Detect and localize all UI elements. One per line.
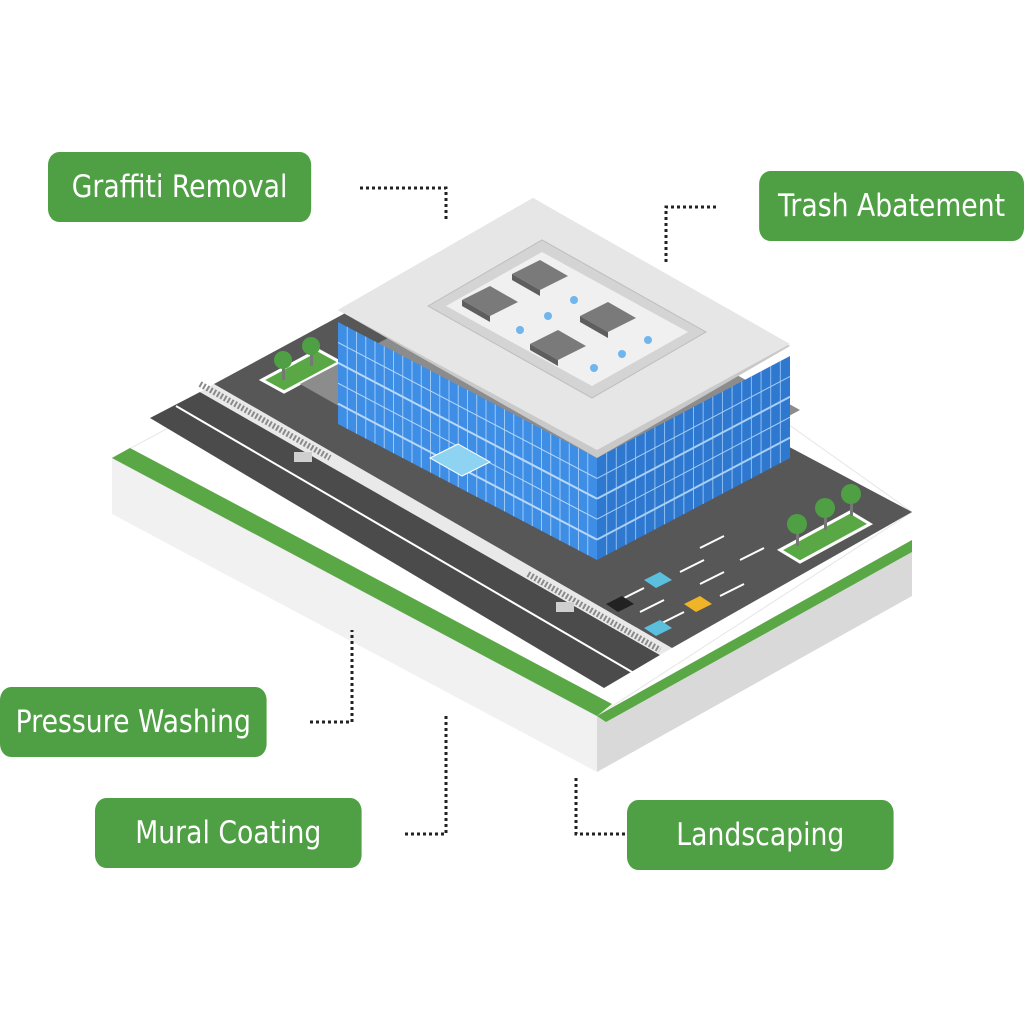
connector-lines	[310, 186, 716, 836]
car-icon	[684, 596, 712, 612]
hvac-unit	[462, 286, 518, 322]
glass-mullion	[596, 395, 791, 500]
car-icon	[606, 596, 634, 612]
hvac-unit	[530, 330, 586, 366]
grass-strip-left	[112, 448, 612, 716]
landscaping-label: Landscaping	[627, 800, 894, 870]
roof-frame-inner	[446, 252, 688, 386]
entrance-canopy	[428, 443, 492, 477]
base-front-left	[112, 458, 597, 772]
bus-stop	[556, 602, 574, 612]
tree-icon	[841, 484, 861, 516]
glass-mullion	[337, 341, 598, 479]
glass-mullion	[596, 416, 791, 520]
bus-stop	[294, 452, 312, 462]
glass-mullion	[596, 375, 791, 479]
pressure-washing-label: Pressure Washing	[0, 687, 267, 757]
tree-icon	[815, 498, 835, 530]
fence-left	[198, 381, 332, 461]
car-icon	[644, 620, 672, 636]
connector-mural	[405, 716, 448, 836]
connector-graffiti	[360, 186, 448, 222]
glass-mullion	[596, 436, 791, 541]
connector-pressure	[310, 630, 354, 724]
connector-landscape	[574, 778, 627, 836]
mural-coating-label: Mural Coating	[95, 798, 362, 868]
glass-mullion	[337, 361, 598, 500]
graffiti-removal-label: Graffiti Removal	[48, 152, 312, 222]
tree-icon	[787, 514, 807, 546]
grass-strip-right	[597, 540, 912, 722]
connector-trash	[664, 205, 716, 262]
fence-right	[526, 571, 662, 653]
car-icon	[644, 572, 672, 588]
glass-grid	[337, 326, 791, 556]
roof-fans	[516, 296, 652, 372]
hvac-unit	[580, 302, 636, 338]
tree-icon	[302, 337, 320, 366]
tree-icon	[274, 351, 292, 380]
hvac-unit	[512, 260, 568, 296]
road-lane-line	[175, 405, 633, 673]
trash-abatement-label: Trash Abatement	[759, 171, 1024, 241]
base-front-right	[597, 540, 912, 772]
